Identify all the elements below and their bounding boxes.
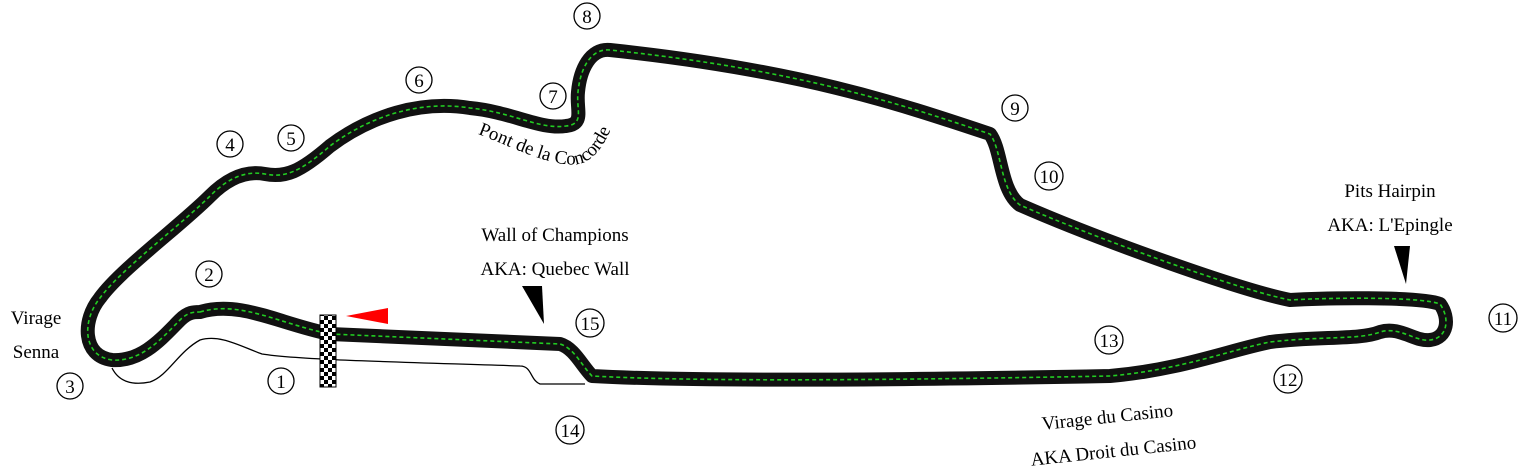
corner-10: 10: [1034, 161, 1064, 191]
race-track: [80, 42, 1453, 387]
corner-5: 5: [277, 124, 305, 152]
track-centerline: [87, 49, 1447, 381]
wall-label-line2: AKA: Quebec Wall: [480, 259, 629, 280]
pointer-triangle-icon: [522, 286, 544, 324]
svg-text:5: 5: [286, 129, 296, 150]
svg-text:8: 8: [582, 7, 592, 28]
svg-text:3: 3: [65, 377, 75, 398]
corner-7: 7: [539, 82, 567, 110]
track-surface: [80, 42, 1453, 387]
corner-2: 2: [195, 260, 223, 288]
corner-6: 6: [405, 66, 433, 94]
svg-text:14: 14: [561, 421, 581, 442]
pointer-triangle-icon: [1394, 246, 1410, 284]
corner-1: 1: [267, 367, 295, 395]
svg-text:15: 15: [581, 314, 600, 335]
svg-text:6: 6: [414, 71, 424, 92]
svg-text:4: 4: [225, 135, 235, 156]
svg-text:10: 10: [1040, 167, 1059, 188]
svg-text:1: 1: [276, 372, 286, 393]
corner-4: 4: [216, 130, 244, 158]
corner-8: 8: [573, 2, 601, 30]
direction-arrow-icon: [346, 308, 388, 324]
corner-11: 11: [1488, 303, 1518, 333]
corner-13: 13: [1094, 325, 1124, 355]
pits-label-line2: AKA: L'Epingle: [1327, 215, 1452, 236]
pit-lane: [111, 337, 585, 385]
corner-9: 9: [1001, 94, 1029, 122]
corner-12: 12: [1273, 364, 1303, 394]
track-labels: Virage Senna Pont de la Concorde Wall of…: [11, 119, 1453, 469]
casino-label-line2: AKA Droit du Casino: [1030, 432, 1198, 469]
corner-3: 3: [56, 372, 84, 400]
svg-text:9: 9: [1010, 99, 1020, 120]
pits-label-line1: Pits Hairpin: [1344, 181, 1436, 202]
senna-label-line2: Senna: [13, 342, 60, 363]
corner-14: 14: [555, 415, 585, 445]
svg-text:13: 13: [1100, 331, 1119, 352]
svg-text:2: 2: [204, 265, 214, 286]
checkered-flag-icon: [319, 314, 337, 388]
corner-markers: 1 2 3 4 5 6 7 8 9 10 11 12 13 14 15: [56, 2, 1518, 445]
corner-15: 15: [575, 308, 605, 338]
casino-label-line1: Virage du Casino: [1041, 400, 1174, 435]
svg-text:7: 7: [548, 87, 558, 108]
senna-label-line1: Virage: [11, 308, 62, 329]
wall-label-line1: Wall of Champions: [481, 225, 628, 246]
svg-text:11: 11: [1494, 309, 1512, 330]
svg-text:12: 12: [1279, 370, 1298, 391]
